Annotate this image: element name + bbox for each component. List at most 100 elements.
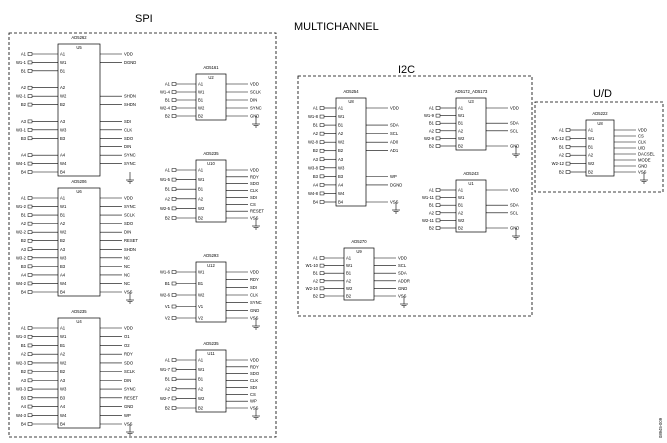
chip-pin-name: A2 [60,85,66,90]
pin-label-left: W4-2 [16,281,27,286]
chip-pin-name: B2 [346,294,352,299]
pin-label-left: W1-1 [16,60,27,65]
pin-label-left: B2 [21,369,27,374]
pin-connector [171,396,177,401]
pin-connector [27,404,33,409]
pin-label-left: A1 [165,358,171,363]
pin-connector [319,279,325,283]
pin-label-left: A2 [313,131,319,136]
chip-body [57,187,101,297]
pin-label-left: A1 [165,82,171,87]
pin-label-left: B2 [165,216,171,221]
chip-pin-name: B1 [588,144,594,149]
pin-label-left: A1 [21,52,27,57]
pin-label-right: WP [250,399,257,404]
pin-label-right: DIN [124,144,131,149]
pin-label-right: RDY [124,352,133,357]
chip-part-number: AD5243 [463,171,479,176]
chip-pin-name: A1 [458,188,464,193]
pin-label-right: SYNC [124,387,136,392]
chip-pin-name: B2 [458,226,464,231]
chip-part-number: AD5293 [203,253,219,258]
pin-label-left: W1-12 [552,136,565,141]
chip-pin-name: W4 [60,281,67,286]
chip-pin-name: B1 [198,377,204,382]
pin-label-left: B2 [313,294,319,299]
chip-body [335,97,367,207]
pin-label-right: VSS [250,316,259,321]
chip-pin-name: A2 [346,278,352,283]
pin-connector [171,281,177,286]
chip-body [195,261,227,323]
pin-label-right: VDD [124,326,133,331]
pin-connector [319,183,325,187]
pin-connector [171,206,177,211]
pin-label-right: VSS [390,200,399,205]
chip-pin-name: B2 [198,216,204,221]
pin-connector [27,238,33,243]
pin-connector [435,203,441,207]
pin-connector [565,145,571,149]
pin-label-left: A1 [559,128,565,133]
pin-label-right: NC [124,255,130,260]
pin-label-left: B3 [21,264,27,269]
chip-pin-name: W1 [198,270,205,275]
pin-label-right: VDD [510,188,519,193]
pin-connector [435,113,441,118]
pin-label-left: A3 [313,157,319,162]
pin-connector [435,211,441,215]
pin-connector [27,247,33,252]
pin-label-right: VSS [250,406,259,411]
pin-label-right: RDY [250,174,259,179]
pin-label-left: B4 [21,290,27,295]
chip-pin-name: A1 [338,106,344,111]
pin-connector [27,136,33,141]
pin-connector [171,270,177,274]
pin-label-right: GND [398,286,407,291]
chip-pin-name: W1 [198,367,205,372]
pin-connector [171,304,177,309]
pin-connector [435,136,441,141]
pin-label-left: W2-11 [422,218,435,223]
chip-body [455,179,487,233]
pin-label-right: SDI [250,195,257,200]
chip-pin-name: W2 [198,293,205,298]
chip-pin-name: W2 [198,106,205,111]
pin-label-left: A2 [21,221,27,226]
chip-pin-name: A2 [60,221,66,226]
chip-pin-name: B1 [458,121,464,126]
pin-label-right: SCL [510,128,519,133]
chip-pin-name: W1 [60,60,67,65]
chip-part-number: AD5235 [203,151,219,156]
pin-label-right: VDD [124,196,133,201]
pin-label-left: B2 [313,148,319,153]
pin-label-right: SDI [250,285,257,290]
chip-pin-name: A1 [198,82,204,87]
pin-label-right: WP [124,413,131,418]
pin-connector [565,136,571,141]
chip-pin-name: W3 [60,127,67,132]
pin-label-right: SYNC [250,300,262,305]
chip-pin-name: A1 [346,256,352,261]
pin-connector [27,52,33,56]
pin-label-left: W4-1 [16,161,27,166]
pin-label-right: SDI [250,385,257,390]
pin-label-left: W1-8 [308,114,319,119]
pin-label-right: DIN [250,98,257,103]
chip-pin-name: A2 [588,153,594,158]
chip-pin-name: A4 [60,153,66,158]
pin-connector [27,378,33,383]
chip-pin-name: A1 [60,326,66,331]
pin-connector [319,200,325,204]
pin-label-right: NC [124,264,130,269]
pin-label-right: GND [510,144,519,149]
chip-pin-name: B2 [60,369,66,374]
pin-label-right: GND [250,308,259,313]
chip-pin-name: A2 [60,352,66,357]
pin-connector [27,196,33,200]
chip-part-number: AD5172_AD5173 [455,89,488,94]
pin-label-left: W2-5 [160,206,171,211]
pin-label-left: A3 [21,119,27,124]
